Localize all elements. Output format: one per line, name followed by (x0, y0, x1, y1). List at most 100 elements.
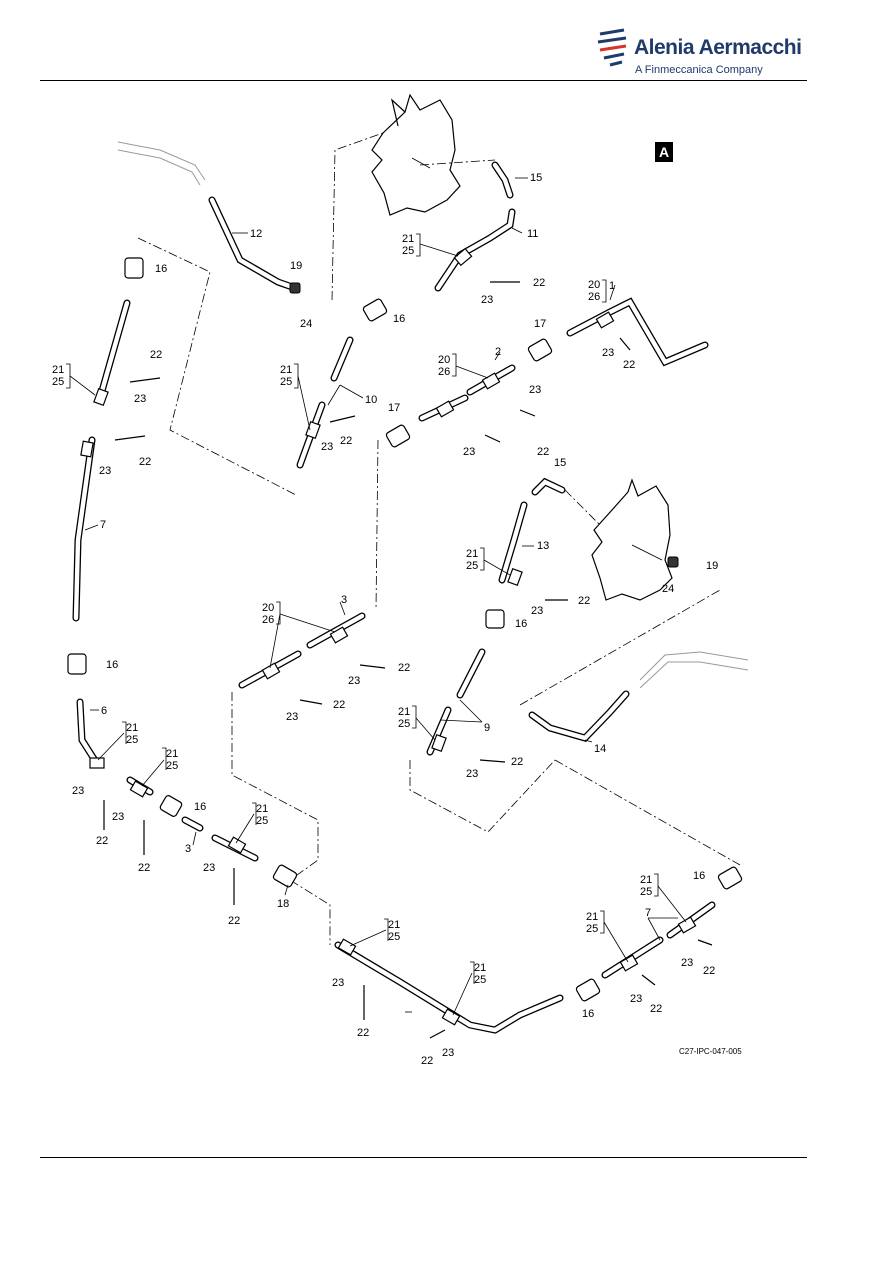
callout-13: 14 (594, 743, 606, 755)
svg-text:25: 25 (474, 974, 486, 986)
callout-brackets (66, 233, 687, 1016)
svg-text:21: 21 (52, 364, 64, 376)
svg-text:22: 22 (398, 662, 410, 674)
svg-text:21: 21 (402, 233, 414, 245)
svg-text:21: 21 (474, 962, 486, 974)
svg-text:23: 23 (442, 1047, 454, 1059)
svg-text:22: 22 (703, 965, 715, 977)
svg-text:21: 21 (388, 919, 400, 931)
svg-text:22: 22 (533, 277, 545, 289)
svg-text:21: 21 (640, 874, 652, 886)
callout-17: 17 (534, 318, 546, 330)
svg-text:22: 22 (139, 456, 151, 468)
svg-text:26: 26 (588, 291, 600, 303)
brand-tagline: A Finmeccanica Company (635, 64, 763, 76)
brand-name: Alenia Aermacchi (634, 36, 802, 59)
svg-text:21: 21 (398, 706, 410, 718)
callout-2: 2 (495, 346, 501, 358)
logo-mark-icon (597, 28, 627, 67)
svg-text:23: 23 (321, 441, 333, 453)
callout-1: 1 (609, 280, 615, 292)
svg-text:22: 22 (650, 1003, 662, 1015)
callout-labels: 12 15 11 16 19 24 16 1 2 17 17 10 7 16 6… (52, 172, 718, 1067)
callout-18: 18 (277, 898, 289, 910)
svg-text:22: 22 (623, 359, 635, 371)
callout-16b: 16 (393, 313, 405, 325)
callout-16f: 16 (693, 870, 705, 882)
callout-19b: 19 (706, 560, 718, 572)
svg-text:23: 23 (602, 347, 614, 359)
svg-text:23: 23 (481, 294, 493, 306)
svg-text:25: 25 (640, 886, 652, 898)
svg-text:23: 23 (529, 384, 541, 396)
svg-text:23: 23 (681, 957, 693, 969)
union-fittings (67, 257, 743, 1002)
callout-6: 6 (101, 705, 107, 717)
svg-text:21: 21 (166, 748, 178, 760)
svg-text:20: 20 (262, 602, 274, 614)
svg-text:22: 22 (511, 756, 523, 768)
svg-text:23: 23 (463, 446, 475, 458)
svg-text:23: 23 (134, 393, 146, 405)
svg-text:20: 20 (588, 279, 600, 291)
svg-text:25: 25 (126, 734, 138, 746)
svg-text:25: 25 (398, 718, 410, 730)
callout-11: 13 (537, 540, 549, 552)
footer-rule (40, 1157, 807, 1158)
continuation-lines (137, 132, 741, 945)
callout-24b: 24 (662, 583, 674, 595)
svg-text:22: 22 (357, 1027, 369, 1039)
svg-text:25: 25 (166, 760, 178, 772)
callout-16c: 16 (106, 659, 118, 671)
callout-24: 24 (300, 318, 312, 330)
svg-text:25: 25 (52, 376, 64, 388)
svg-text:25: 25 (586, 923, 598, 935)
header-rule (40, 80, 807, 81)
svg-text:A: A (659, 144, 669, 160)
svg-text:21: 21 (280, 364, 292, 376)
svg-text:22: 22 (96, 835, 108, 847)
callout-10: 10 (365, 394, 377, 406)
svg-text:23: 23 (531, 605, 543, 617)
svg-text:23: 23 (99, 465, 111, 477)
svg-text:23: 23 (348, 675, 360, 687)
svg-text:23: 23 (286, 711, 298, 723)
svg-text:25: 25 (256, 815, 268, 827)
callout-14: 12 (250, 228, 262, 240)
clamps (80, 247, 697, 1026)
svg-text:22: 22 (333, 699, 345, 711)
svg-text:25: 25 (280, 376, 292, 388)
svg-text:22: 22 (421, 1055, 433, 1067)
svg-text:21: 21 (466, 548, 478, 560)
view-label: A (655, 142, 673, 162)
bulkhead-panel-upper (371, 93, 461, 216)
callout-16g: 16 (582, 1008, 594, 1020)
svg-text:23: 23 (112, 811, 124, 823)
callout-7: 7 (100, 519, 106, 531)
svg-text:21: 21 (586, 911, 598, 923)
callout-3: 3 (341, 594, 347, 606)
svg-text:22: 22 (340, 435, 352, 447)
svg-text:23: 23 (72, 785, 84, 797)
callout-12: 11 (527, 228, 538, 240)
callout-9: 9 (484, 722, 490, 734)
callout-19: 19 (290, 260, 302, 272)
callout-leaders (84, 177, 678, 1013)
drawing-reference: C27-IPC-047-005 (679, 1047, 742, 1056)
svg-text:26: 26 (262, 614, 274, 626)
callout-16e: 16 (515, 618, 527, 630)
svg-text:23: 23 (630, 993, 642, 1005)
svg-text:25: 25 (388, 931, 400, 943)
svg-text:22: 22 (150, 349, 162, 361)
callout-17b: 17 (388, 402, 400, 414)
callout-5: 3 (185, 843, 191, 855)
callout-15b: 15 (554, 457, 566, 469)
svg-text:22: 22 (228, 915, 240, 927)
callout-7b: 7 (645, 907, 651, 919)
svg-text:21: 21 (126, 722, 138, 734)
callout-16: 16 (155, 263, 167, 275)
svg-text:25: 25 (402, 245, 414, 257)
svg-text:22: 22 (578, 595, 590, 607)
bolts (103, 281, 713, 1039)
